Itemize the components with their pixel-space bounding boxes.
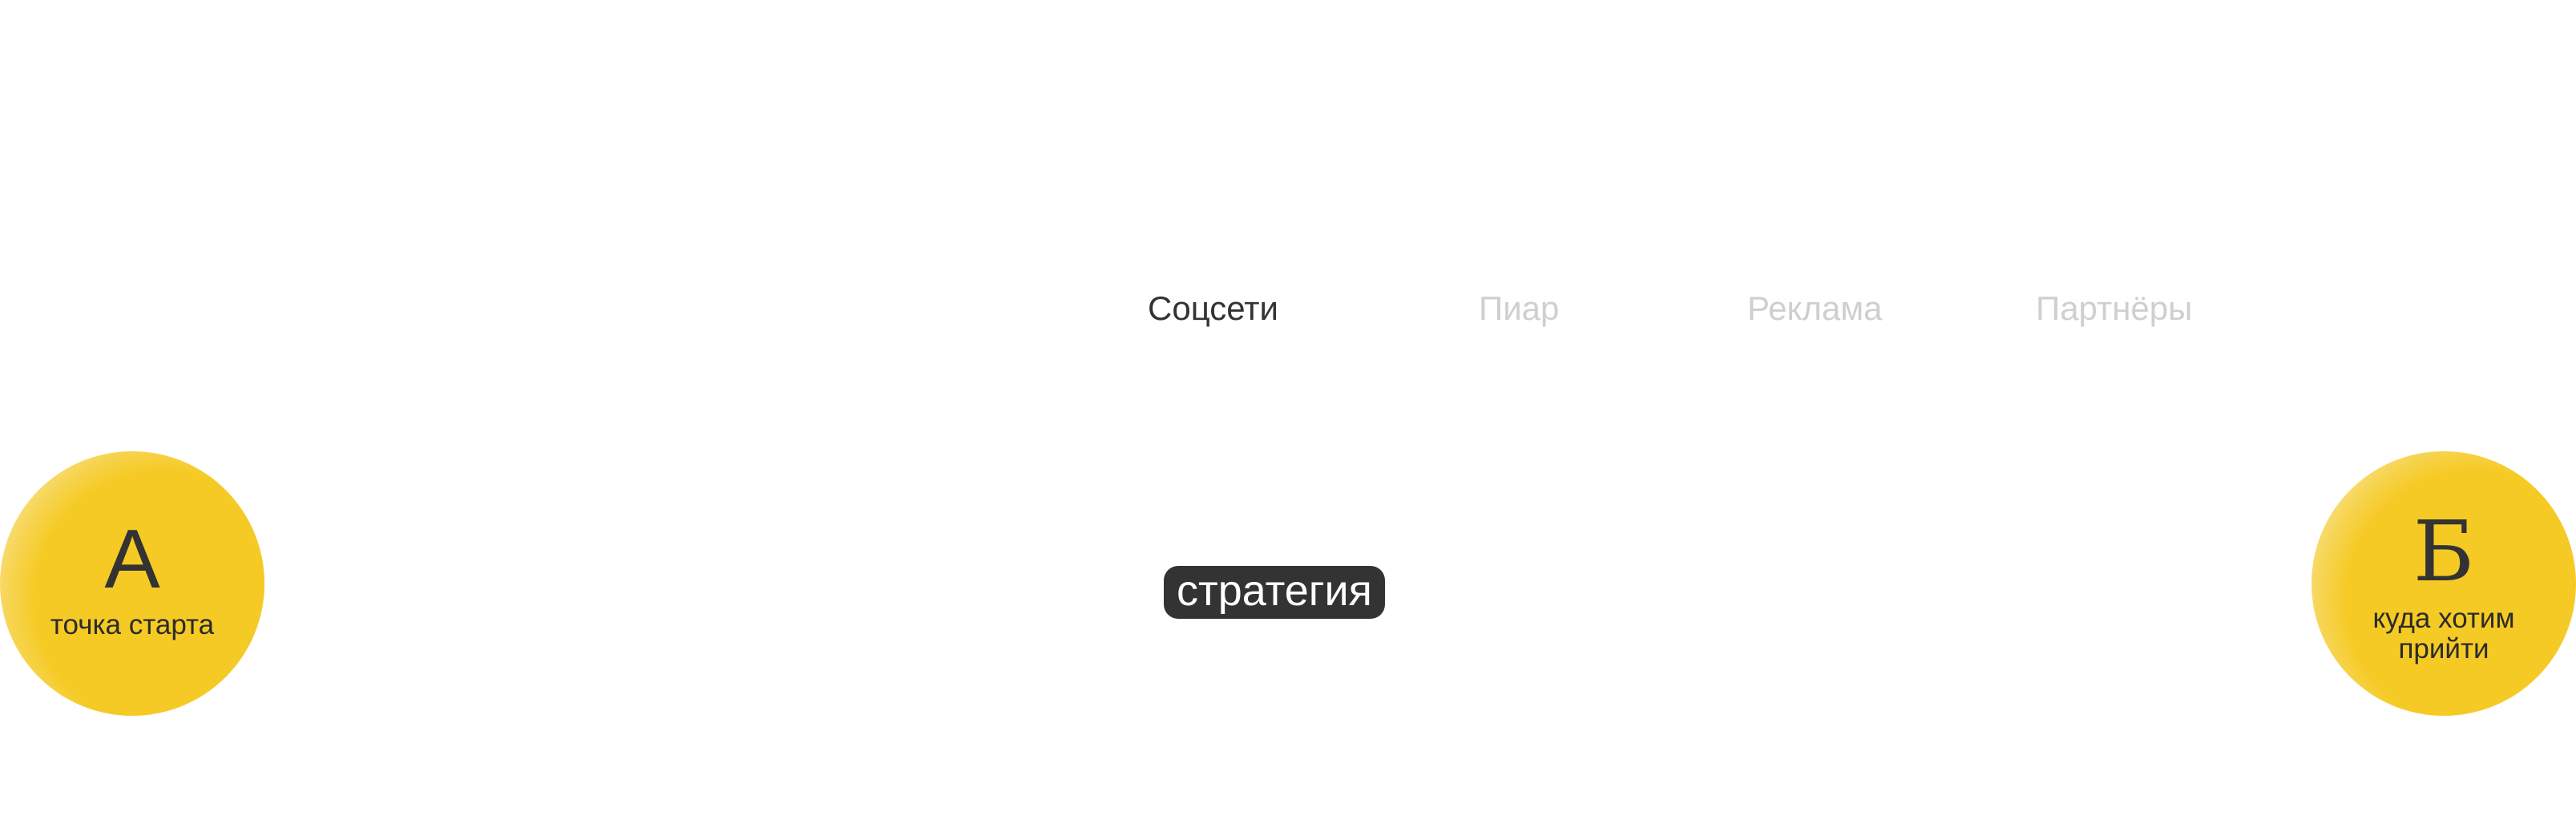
strategy-label: стратегия [1164, 566, 1385, 619]
start-point-caption: точка старта [50, 609, 215, 640]
tab-pr[interactable]: Пиар [1479, 289, 1560, 327]
tab-advertising[interactable]: Реклама [1747, 289, 1883, 327]
start-point-circle: А точка старта [0, 451, 264, 716]
tab-partners[interactable]: Партнёры [2036, 289, 2193, 327]
end-point-letter: Б [2412, 503, 2475, 600]
end-point-circle: Б куда хотим прийти [2312, 451, 2576, 716]
end-point-caption: куда хотим прийти [2372, 603, 2515, 664]
start-point-letter: А [104, 513, 160, 606]
tab-socials[interactable]: Соцсети [1148, 289, 1278, 327]
